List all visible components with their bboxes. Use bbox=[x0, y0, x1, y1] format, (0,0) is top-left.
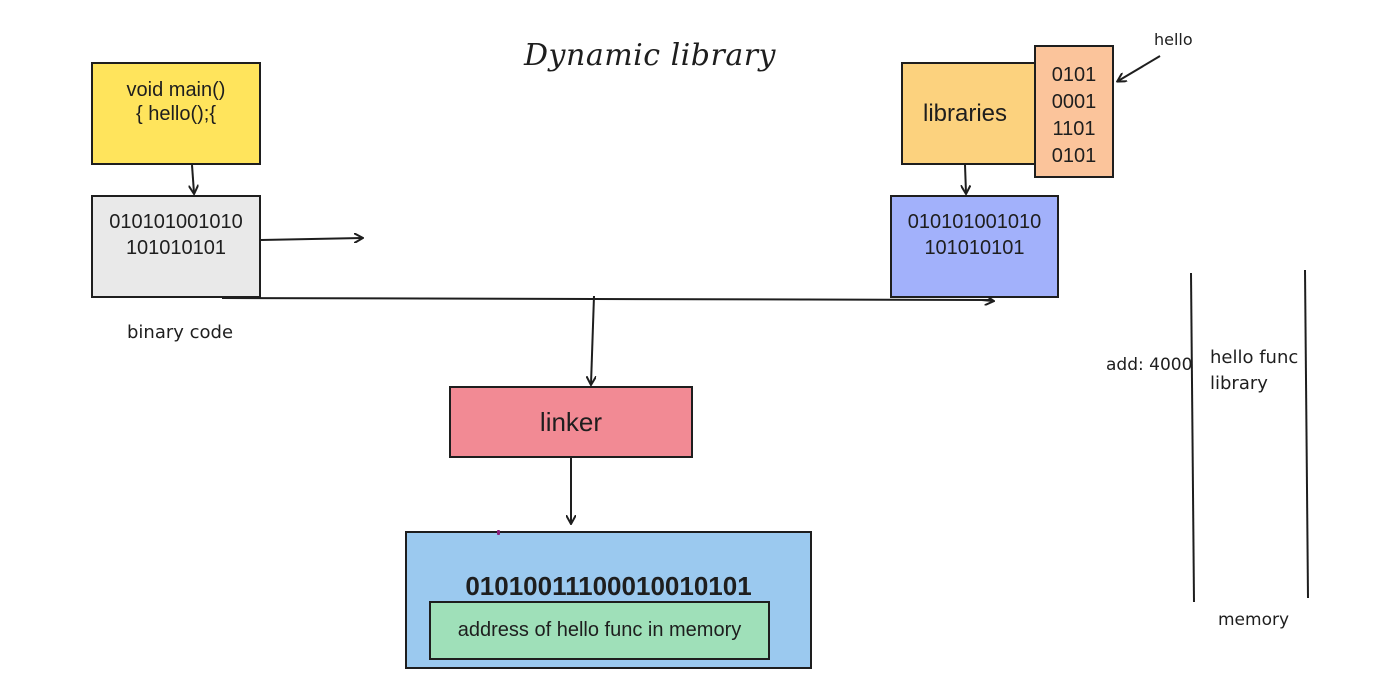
main-code-line: void main() bbox=[126, 79, 226, 101]
address-box: address of hello func in memory bbox=[429, 601, 770, 660]
library-bits-line: 0101 bbox=[1051, 145, 1097, 167]
linker-box: linker bbox=[449, 386, 693, 458]
arrow-libraries-to-binary bbox=[965, 164, 966, 193]
memory-bits: 01010011100010010101 bbox=[465, 571, 752, 601]
binary-line: 101010101 bbox=[125, 237, 227, 259]
binary-code-box-left: 010101001010 101010101 bbox=[91, 195, 261, 298]
binary-line: 010101001010 bbox=[109, 211, 243, 233]
horizontal-bus-line bbox=[221, 297, 993, 301]
main-code-line: { hello();{ bbox=[135, 103, 217, 125]
binary-code-box-right: 010101001010 101010101 bbox=[890, 195, 1059, 298]
arrow-hello-pointer bbox=[1118, 55, 1161, 81]
linker-label: linker bbox=[539, 406, 603, 437]
arrow-bus-tip bbox=[981, 300, 993, 301]
memory-column-left-line bbox=[1190, 272, 1195, 603]
memory-label: memory bbox=[1218, 610, 1290, 630]
arrow-main-to-binary bbox=[192, 164, 194, 193]
diagram-title: Dynamic library bbox=[524, 38, 776, 73]
binary-line: 101010101 bbox=[924, 237, 1025, 259]
library-bits-line: 0001 bbox=[1051, 91, 1097, 113]
address-label: address of hello func in memory bbox=[457, 619, 742, 641]
address-annotation: add: 4000 bbox=[1106, 355, 1193, 375]
hello-func-library-label: hello func library bbox=[1210, 347, 1299, 394]
library-bits-line: 0101 bbox=[1051, 64, 1097, 86]
main-code-box: void main() { hello();{ bbox=[91, 62, 261, 165]
libraries-box: libraries bbox=[901, 62, 1037, 165]
stray-dot bbox=[497, 530, 500, 535]
libraries-label: libraries bbox=[922, 99, 1008, 127]
library-bits-line: 1101 bbox=[1052, 118, 1096, 140]
arrow-binary-out bbox=[260, 238, 362, 240]
memory-column-right-line bbox=[1304, 269, 1309, 599]
memory-output-box: 01010011100010010101 address of hello fu… bbox=[405, 531, 812, 669]
hello-label: hello bbox=[1154, 30, 1193, 49]
binary-line: 010101001010 bbox=[907, 211, 1042, 233]
arrow-bus-to-linker bbox=[591, 295, 594, 384]
binary-code-label: binary code bbox=[127, 322, 234, 343]
library-bits-box: 0101 0001 1101 0101 bbox=[1034, 45, 1114, 178]
